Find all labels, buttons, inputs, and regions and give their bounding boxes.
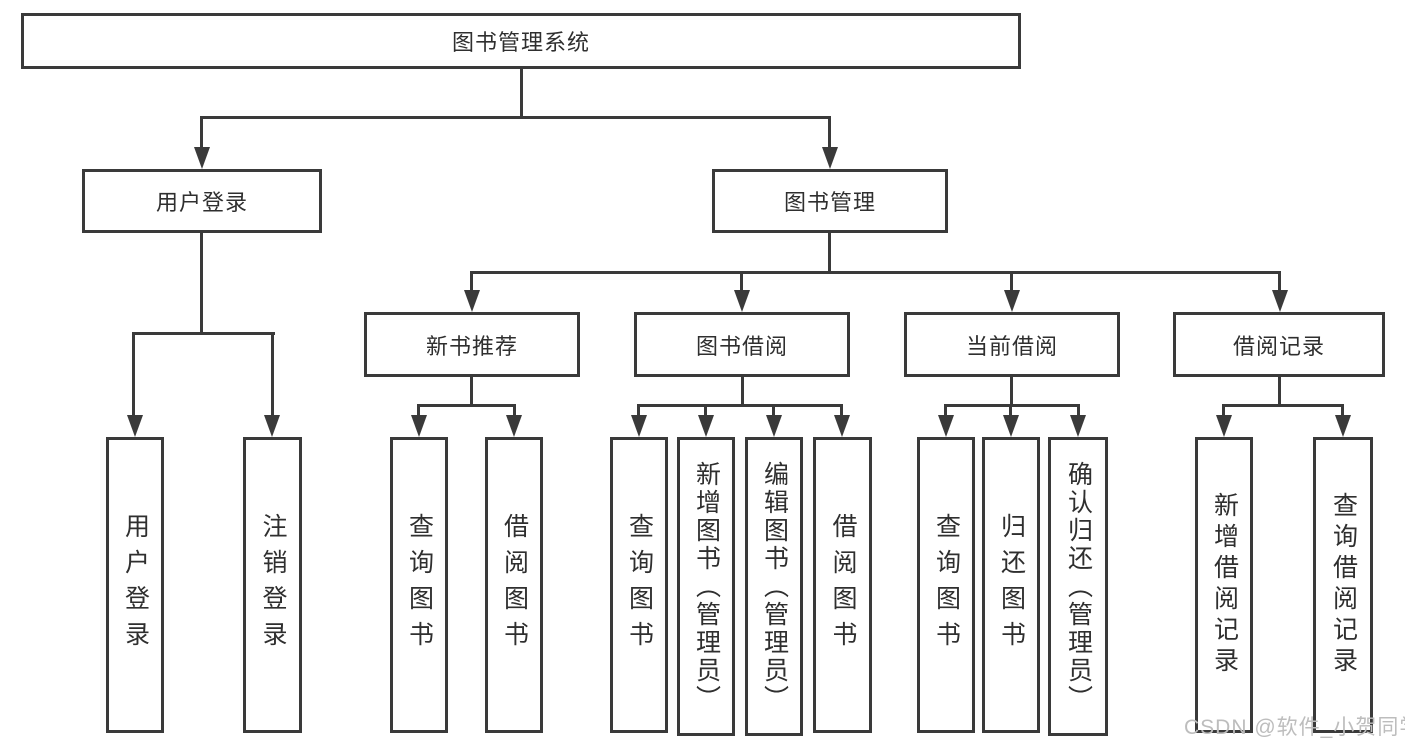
arrowhead-icon [194, 147, 210, 169]
connector-line [1009, 404, 1012, 417]
arrowhead-icon [1003, 415, 1019, 437]
connector-line [1278, 377, 1281, 407]
connector-line [741, 377, 744, 407]
connector-line [772, 404, 775, 417]
connector-line [1341, 404, 1344, 417]
connector-line [828, 116, 831, 149]
node-book-management: 图书管理 [712, 169, 948, 233]
arrowhead-icon [506, 415, 522, 437]
connector-line [200, 233, 203, 335]
connector-line [944, 404, 1080, 407]
connector-line [1222, 404, 1225, 417]
node-borrow-records: 借阅记录 [1173, 312, 1385, 377]
connector-line [200, 116, 203, 149]
leaf-query-books-borrow: 查询图书 [610, 437, 668, 733]
node-book-borrow: 图书借阅 [634, 312, 850, 377]
connector-line [840, 404, 843, 417]
connector-line [828, 233, 831, 274]
connector-line [417, 404, 420, 417]
node-new-book-recommend: 新书推荐 [364, 312, 580, 377]
leaf-query-books-current: 查询图书 [917, 437, 975, 733]
connector-line [470, 377, 473, 407]
connector-line [470, 271, 1281, 274]
connector-line [417, 404, 516, 407]
connector-line [1222, 404, 1344, 407]
arrowhead-icon [734, 290, 750, 312]
connector-line [200, 116, 831, 119]
connector-line [132, 332, 275, 335]
leaf-confirm-return-admin: 确认归还（管理员） [1048, 437, 1108, 736]
connector-line [520, 69, 523, 119]
node-root: 图书管理系统 [21, 13, 1021, 69]
leaf-add-book-admin: 新增图书（管理员） [677, 437, 735, 736]
leaf-borrow-books-recommend: 借阅图书 [485, 437, 543, 733]
connector-line [1077, 404, 1080, 417]
connector-line [513, 404, 516, 417]
connector-line [271, 332, 274, 417]
connector-line [1010, 377, 1013, 407]
arrowhead-icon [822, 147, 838, 169]
connector-line [132, 332, 135, 417]
connector-line [637, 404, 843, 407]
leaf-edit-book-admin: 编辑图书（管理员） [745, 437, 803, 736]
arrowhead-icon [264, 415, 280, 437]
arrowhead-icon [1216, 415, 1232, 437]
connector-line [637, 404, 640, 417]
leaf-query-books-recommend: 查询图书 [390, 437, 448, 733]
arrowhead-icon [1335, 415, 1351, 437]
arrowhead-icon [766, 415, 782, 437]
arrowhead-icon [631, 415, 647, 437]
connector-line [704, 404, 707, 417]
arrowhead-icon [1070, 415, 1086, 437]
leaf-add-borrow-record: 新增借阅记录 [1195, 437, 1253, 733]
connector-line [470, 271, 473, 292]
leaf-return-book: 归还图书 [982, 437, 1040, 733]
node-current-borrow: 当前借阅 [904, 312, 1120, 377]
connector-line [1278, 271, 1281, 292]
node-user-login: 用户登录 [82, 169, 322, 233]
connector-line [1010, 271, 1013, 292]
leaf-query-borrow-record: 查询借阅记录 [1313, 437, 1373, 733]
leaf-user-login: 用户登录 [106, 437, 164, 733]
leaf-logout: 注销登录 [243, 437, 302, 733]
arrowhead-icon [834, 415, 850, 437]
leaf-borrow-books-borrow: 借阅图书 [813, 437, 872, 733]
arrowhead-icon [127, 415, 143, 437]
arrowhead-icon [411, 415, 427, 437]
connector-line [944, 404, 947, 417]
connector-line [740, 271, 743, 292]
arrowhead-icon [1004, 290, 1020, 312]
arrowhead-icon [1272, 290, 1288, 312]
arrowhead-icon [698, 415, 714, 437]
watermark: CSDN @软件_小贺同学 [1184, 716, 1405, 739]
arrowhead-icon [938, 415, 954, 437]
arrowhead-icon [464, 290, 480, 312]
